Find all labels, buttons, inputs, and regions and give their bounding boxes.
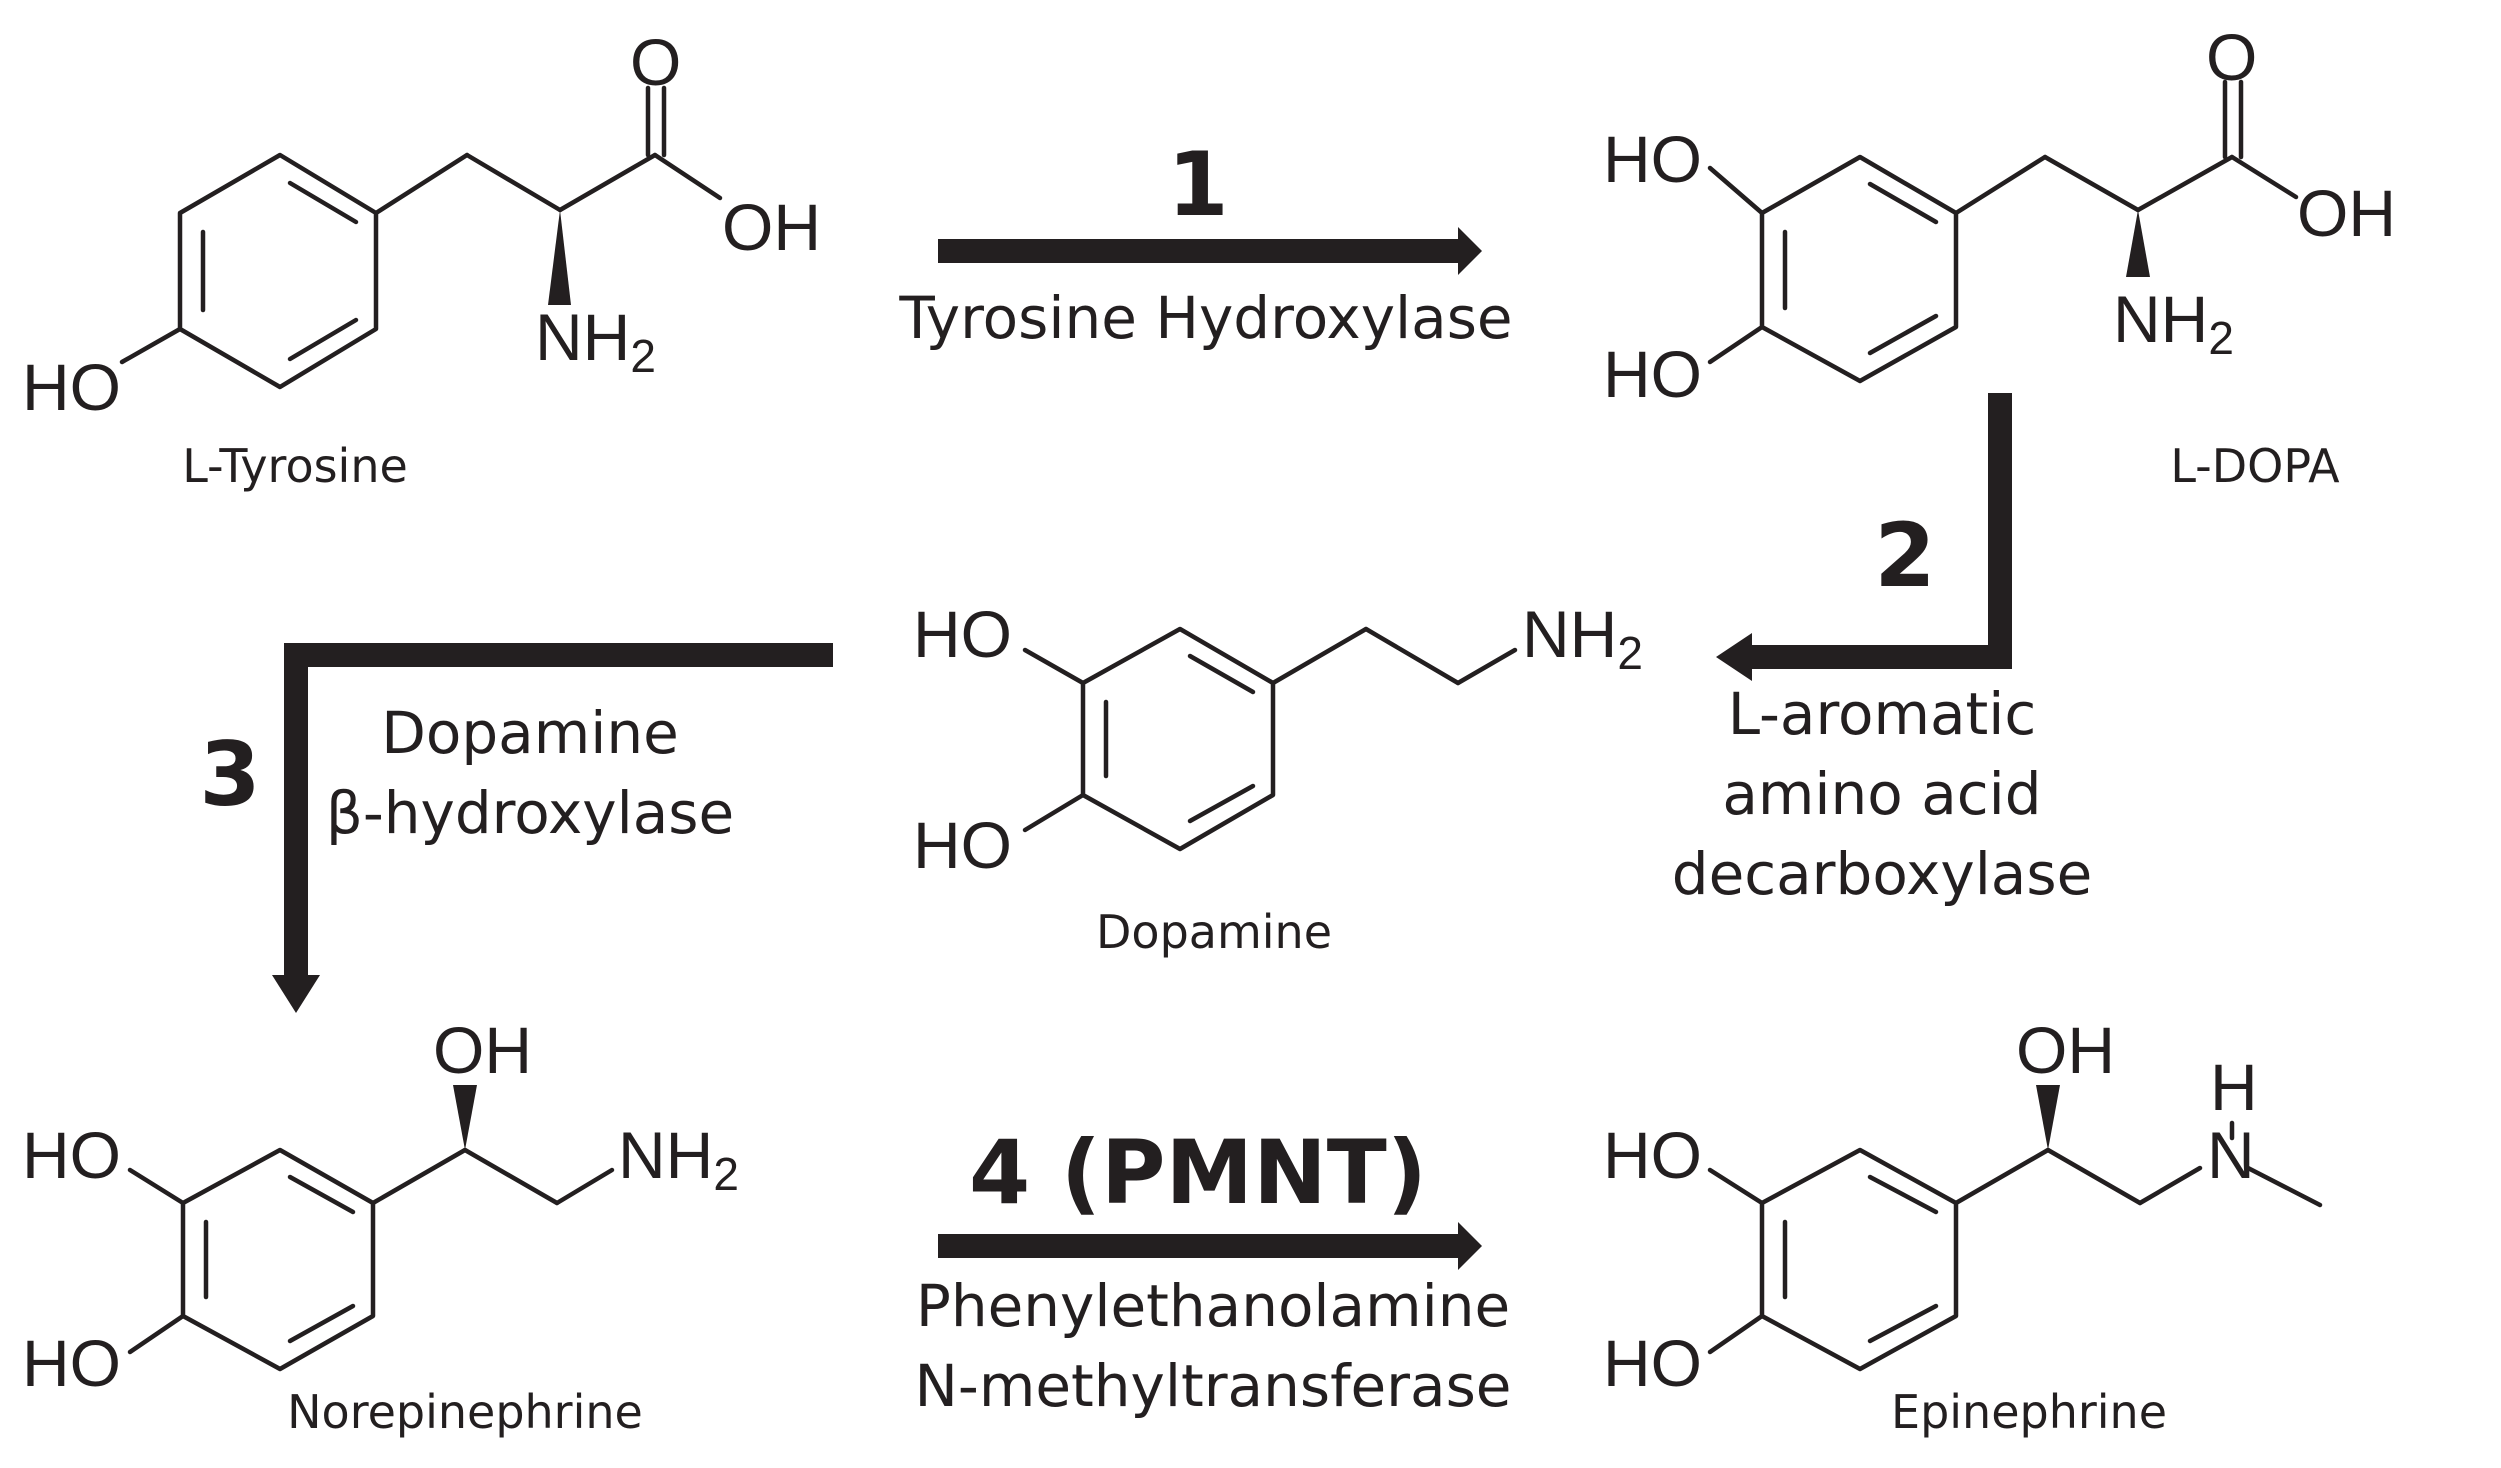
dopamine-structure: HO HO NH2 Dopamine (913, 597, 1643, 959)
tyrosine-wedge-bond (548, 210, 571, 305)
l-dopa-structure: HO HO O OH NH2 L-DOPA (1603, 20, 2396, 493)
step-4-enzyme-line-2: N-methyltransferase (915, 1352, 1512, 1420)
tyrosine-ho-label: HO (22, 350, 121, 424)
epinephrine-structure: HO HO OH N H Epinephrine (1603, 1013, 2323, 1439)
norepinephrine-wedge-bond (453, 1085, 477, 1150)
epinephrine-name: Epinephrine (1891, 1385, 2167, 1439)
norepinephrine-ho2-label: HO (22, 1326, 121, 1400)
ldopa-wedge-bond (2126, 210, 2150, 277)
step-2-enzyme-line-1: L-aromatic (1728, 680, 2037, 748)
tyrosine-bonds (119, 85, 723, 390)
epinephrine-ho2-label: HO (1603, 1326, 1702, 1400)
epinephrine-wedge-bond (2036, 1085, 2060, 1150)
step-3-enzyme-line-1: Dopamine (381, 699, 679, 767)
step-1-reaction: 1 Tyrosine Hydroxylase (898, 133, 1512, 352)
step-4-arrow-shaft (938, 1234, 1463, 1258)
step-4-reaction: 4 (PMNT) Phenylethanolamine N-methyltran… (915, 1121, 1512, 1420)
ldopa-oh-label: OH (2297, 176, 2396, 250)
ldopa-ho1-label: HO (1603, 122, 1702, 196)
step-3-enzyme-line-2: β-hydroxylase (326, 779, 734, 847)
step-3-reaction: 3 Dopamine β-hydroxylase (199, 643, 833, 1013)
epinephrine-n-label: N (2207, 1118, 2255, 1192)
step-4-number: 4 (PMNT) (969, 1121, 1427, 1224)
epinephrine-h-label: H (2210, 1050, 2258, 1124)
tyrosine-oh-label: OH (722, 190, 821, 264)
ldopa-o-label: O (2206, 20, 2257, 94)
epinephrine-oh-label: OH (2016, 1013, 2115, 1087)
step-2-arrow-head (1716, 633, 1752, 681)
step-2-number: 2 (1874, 504, 1935, 607)
step-3-arrow-horizontal (284, 643, 833, 667)
step-4-enzyme-line-1: Phenylethanolamine (916, 1272, 1510, 1340)
epinephrine-ho1-label: HO (1603, 1118, 1702, 1192)
epinephrine-bonds (1707, 1120, 2323, 1372)
norepinephrine-oh-label: OH (433, 1013, 532, 1087)
dopamine-bonds (1022, 626, 1518, 852)
step-3-arrow-head (272, 975, 320, 1013)
step-3-arrow-vertical (284, 643, 308, 980)
step-2-arrow-horizontal (1745, 645, 2012, 669)
step-4-arrow-head (1458, 1222, 1482, 1270)
tyrosine-name: L-Tyrosine (182, 439, 408, 493)
step-1-number: 1 (1167, 133, 1228, 236)
step-2-enzyme-line-3: decarboxylase (1672, 840, 2093, 908)
step-2-arrow-vertical (1988, 393, 2012, 669)
step-1-arrow-head (1458, 227, 1482, 275)
dopamine-name: Dopamine (1096, 905, 1332, 959)
ldopa-name: L-DOPA (2170, 439, 2340, 493)
step-2-reaction: 2 L-aromatic amino acid decarboxylase (1672, 393, 2093, 908)
norepinephrine-nh2-label: NH2 (618, 1118, 739, 1200)
norepinephrine-ho1-label: HO (22, 1118, 121, 1192)
norepinephrine-structure: HO HO OH NH2 Norepinephrine (22, 1013, 739, 1439)
tyrosine-nh2-label: NH2 (535, 300, 656, 382)
norepinephrine-name: Norepinephrine (287, 1385, 643, 1439)
step-1-arrow-shaft (938, 239, 1463, 263)
dopamine-ho1-label: HO (913, 597, 1012, 671)
l-tyrosine-structure: HO O OH NH2 L-Tyrosine (22, 25, 821, 493)
norepinephrine-bonds (127, 1147, 615, 1372)
tyrosine-o-label: O (630, 25, 681, 99)
ldopa-bonds (1707, 79, 2299, 384)
step-2-enzyme-line-2: amino acid (1722, 760, 2041, 828)
dopamine-nh2-label: NH2 (1522, 597, 1643, 679)
step-3-number: 3 (199, 723, 260, 826)
dopamine-ho2-label: HO (913, 808, 1012, 882)
ldopa-ho2-label: HO (1603, 337, 1702, 411)
step-1-enzyme: Tyrosine Hydroxylase (898, 284, 1512, 352)
ldopa-nh2-label: NH2 (2113, 282, 2234, 364)
